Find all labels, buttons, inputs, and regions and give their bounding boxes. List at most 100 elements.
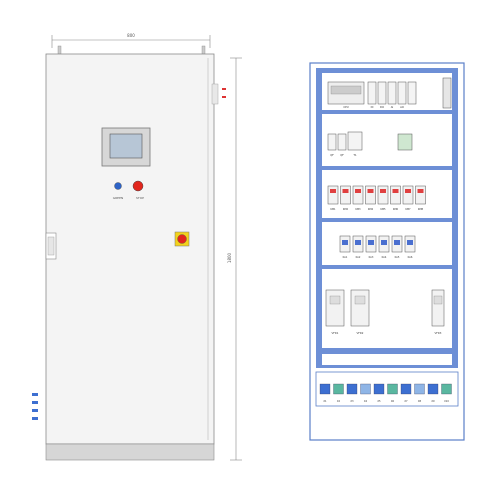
stop-button-label: STOP: [136, 196, 144, 200]
contactor-7: [402, 185, 414, 205]
relay-indicator-5: [394, 240, 400, 245]
duct-1: [322, 110, 452, 114]
terminal-block-7: [400, 383, 412, 395]
contactor-indicator-6: [392, 189, 399, 193]
terminal-label-5: X5: [377, 400, 381, 403]
plc-label-ao: AO: [400, 105, 404, 109]
plc-label-do: DO: [380, 105, 384, 109]
door-handle-grip: [47, 236, 55, 256]
contactor-indicator-3: [355, 189, 361, 193]
drive-1-display: [329, 295, 341, 305]
drive-row: VFD1 VFD2 VFD3: [325, 289, 445, 335]
terminal-mark-2: [32, 401, 38, 404]
cabinet-front-view: 800 GREEN STOP 1800: [32, 33, 242, 461]
relay-label-2: KA2: [356, 256, 361, 259]
plc-row: CPU DI DO AI AO: [327, 77, 452, 109]
cabinet-base: [45, 443, 215, 461]
plc-module-4: [397, 81, 407, 105]
cabinet-door: [45, 53, 215, 445]
plc-module-5: [407, 81, 417, 105]
terminal-block-4: [360, 383, 371, 395]
relay-label-5: KA5: [395, 256, 400, 259]
contactor-label-4: KM4: [368, 208, 374, 211]
breaker-label-1: QF: [330, 153, 334, 157]
terminal-label-6: X6: [391, 400, 395, 403]
contactor-4: [365, 185, 376, 205]
terminal-label-9: X9: [431, 400, 435, 403]
plc-label-di: DI: [371, 105, 374, 109]
contactor-indicator-8: [417, 189, 424, 193]
terminal-label-7: X7: [404, 400, 408, 403]
terminal-label-2: X2: [337, 400, 341, 403]
terminal-block-1: [319, 383, 331, 395]
breaker-2: [337, 133, 347, 151]
terminal-label-1: X1: [323, 400, 327, 403]
terminal-block-10: [441, 383, 452, 395]
relay-indicator-3: [368, 240, 374, 245]
breaker-1: [327, 133, 337, 151]
terminal-label-8: X8: [418, 400, 422, 403]
contactor-indicator-2: [342, 189, 349, 193]
power-supply: [442, 77, 452, 109]
terminal-block-2: [333, 383, 344, 395]
dim-mark-1: [222, 88, 226, 90]
relay-indicator-4: [381, 240, 387, 245]
terminal-strip: X1 X2 X3 X4 X5 X6 X7 X8 X9 X10: [319, 383, 452, 403]
drive-3: [431, 289, 445, 327]
contactor-8: [415, 185, 426, 205]
transformer-label: T1: [353, 153, 357, 157]
plc-label-cpu: CPU: [343, 105, 348, 109]
terminal-strip-frame: [315, 371, 459, 407]
lifting-eye-right: [201, 45, 206, 55]
terminal-label-10: X10: [444, 400, 449, 403]
terminal-block-6: [387, 383, 398, 395]
contactor-label-8: KM8: [418, 208, 424, 211]
duct-2: [322, 166, 452, 170]
side-connector-top: [211, 83, 219, 105]
contactor-label-7: KM7: [405, 208, 411, 211]
dim-mark-2: [222, 96, 226, 98]
drive-label-1: VFD1: [332, 331, 339, 335]
hmi-screen: [109, 133, 143, 159]
terminal-block-9: [427, 383, 439, 395]
terminal-block-8: [414, 383, 425, 395]
drive-1: [325, 289, 345, 327]
stop-button[interactable]: [132, 180, 144, 192]
contactor-6: [390, 185, 401, 205]
contactor-2: [340, 185, 351, 205]
plc-label-ai: AI: [391, 105, 394, 109]
drive-label-2: VFD2: [357, 331, 364, 335]
breaker-label-2: QF: [340, 153, 344, 157]
width-dimension-label: 800: [127, 33, 135, 38]
contactor-indicator-5: [380, 189, 386, 193]
terminal-label-4: X4: [364, 400, 368, 403]
contactor-label-6: KM6: [393, 208, 399, 211]
emergency-stop-button[interactable]: [177, 234, 187, 244]
plc-cpu-panel: [330, 85, 362, 95]
contactor-5: [377, 185, 389, 205]
relay-label-3: KA3: [369, 256, 374, 259]
drive-label-3: VFD3: [435, 331, 442, 335]
terminal-block-3: [346, 383, 358, 395]
relay-indicator-2: [355, 240, 361, 245]
contactor-label-1: KM1: [330, 208, 336, 211]
terminal-block-5: [373, 383, 385, 395]
relay-indicator-6: [407, 240, 413, 245]
relay-label-1: KA1: [343, 256, 348, 259]
contactor-label-5: KM5: [380, 208, 386, 211]
height-dimension-label: 1800: [227, 252, 232, 263]
contactor-label-3: KM3: [355, 208, 361, 211]
terminal-label-3: X3: [350, 400, 354, 403]
green-button[interactable]: [114, 182, 122, 190]
duct-3: [322, 218, 452, 222]
drive-2-display: [354, 295, 366, 305]
breaker-row: QF QF T1: [327, 131, 413, 157]
bottom-duct: [316, 348, 458, 354]
lifting-eye-left: [57, 45, 62, 55]
drive-2: [350, 289, 370, 327]
duct-4: [322, 265, 452, 269]
